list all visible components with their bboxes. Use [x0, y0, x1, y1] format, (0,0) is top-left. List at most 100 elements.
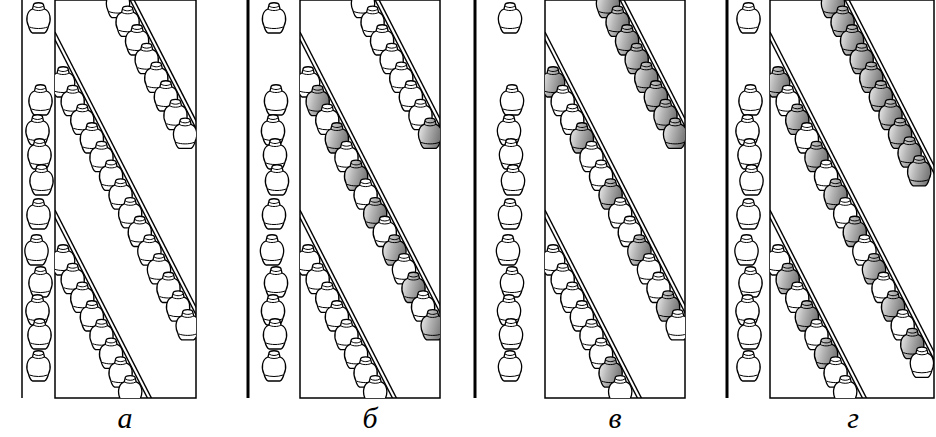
jar — [739, 267, 762, 297]
jar — [27, 199, 50, 229]
jar — [260, 235, 283, 265]
conveyor-rail — [545, 32, 685, 398]
jar-rim — [666, 121, 684, 144]
jar-rim — [740, 6, 758, 29]
jar-body — [27, 199, 50, 229]
jar — [500, 85, 523, 115]
jar-body — [27, 351, 50, 381]
jar-body — [262, 351, 285, 381]
jar — [264, 85, 287, 115]
jar — [264, 267, 287, 297]
jar-body — [739, 85, 762, 115]
jar — [498, 3, 521, 33]
jar-body — [262, 199, 285, 229]
jar-rim — [739, 118, 757, 141]
jar-body — [663, 118, 685, 148]
jar-body — [30, 165, 53, 195]
jar — [609, 376, 632, 398]
jar — [739, 85, 762, 115]
jar-rim — [742, 88, 760, 111]
conveyor-rail — [55, 210, 196, 398]
chute-frame — [300, 0, 440, 398]
jar-rim — [263, 238, 281, 261]
jar — [173, 118, 196, 148]
conveyor-rail — [840, 0, 934, 398]
jar-body — [737, 199, 760, 229]
jar-body — [738, 319, 761, 349]
jar-body — [28, 319, 51, 349]
jar — [30, 165, 53, 195]
jar — [501, 165, 524, 195]
jar-rim — [424, 313, 440, 336]
jar-rim — [28, 238, 46, 261]
jar-rim — [742, 270, 760, 293]
jar-body — [264, 267, 287, 297]
jar — [29, 267, 52, 297]
jar-body — [498, 351, 521, 381]
jar-rim — [121, 379, 139, 398]
jar-rim — [504, 168, 522, 191]
jar — [499, 319, 522, 349]
jar-rim — [500, 118, 518, 141]
conveyor-rail — [619, 0, 685, 398]
conveyor-rail — [55, 32, 196, 398]
jar-rim — [502, 142, 520, 165]
jar-rim — [30, 202, 48, 225]
jar — [262, 351, 285, 381]
jar-rim — [29, 298, 47, 321]
jar-body — [737, 351, 760, 381]
jar-rim — [179, 313, 196, 336]
panel-separator — [21, 0, 23, 398]
jar-body — [500, 85, 523, 115]
jar-rim — [741, 142, 759, 165]
jar — [666, 310, 685, 340]
jar-rim — [421, 121, 439, 144]
jar-rim — [32, 270, 50, 293]
jar-body — [834, 376, 857, 398]
conveyor-rail — [300, 32, 440, 398]
jar — [498, 351, 521, 381]
conveyor-group — [55, 0, 196, 398]
jar — [176, 310, 196, 340]
jar — [496, 235, 519, 265]
panel — [22, 0, 403, 437]
jar-rim — [500, 298, 518, 321]
conveyor-group — [770, 0, 934, 398]
conveyor-rail — [770, 210, 934, 398]
conveyor-group — [545, 0, 685, 398]
jar-rim — [366, 379, 384, 398]
jar-rim — [501, 354, 519, 377]
jar-rim — [265, 6, 283, 29]
jar-rim — [502, 322, 520, 345]
jar-body — [263, 319, 286, 349]
jar-rim — [501, 6, 519, 29]
jar-rim — [264, 118, 282, 141]
jar-body — [29, 85, 52, 115]
jar — [498, 199, 521, 229]
conveyor-rail — [300, 210, 440, 398]
jar — [418, 118, 440, 148]
conveyor-rail — [545, 32, 685, 398]
jar-body — [498, 3, 521, 33]
jar-body — [666, 310, 685, 340]
jar-body — [740, 165, 763, 195]
jar — [500, 267, 523, 297]
jar-body — [176, 310, 196, 340]
jar-body — [173, 118, 196, 148]
jar-body — [260, 235, 283, 265]
jar-rim — [264, 298, 282, 321]
jar — [740, 165, 763, 195]
jar-body — [25, 235, 48, 265]
conveyor-rail — [844, 0, 934, 398]
chute-frame — [545, 0, 685, 398]
panel-letter: г — [847, 402, 859, 434]
jar — [910, 347, 933, 377]
panel — [727, 0, 936, 437]
panel — [475, 0, 893, 437]
jar — [421, 310, 440, 340]
jar — [834, 376, 857, 398]
jar-rim — [910, 159, 928, 182]
jar — [25, 235, 48, 265]
jar — [262, 199, 285, 229]
jar-body — [496, 235, 519, 265]
